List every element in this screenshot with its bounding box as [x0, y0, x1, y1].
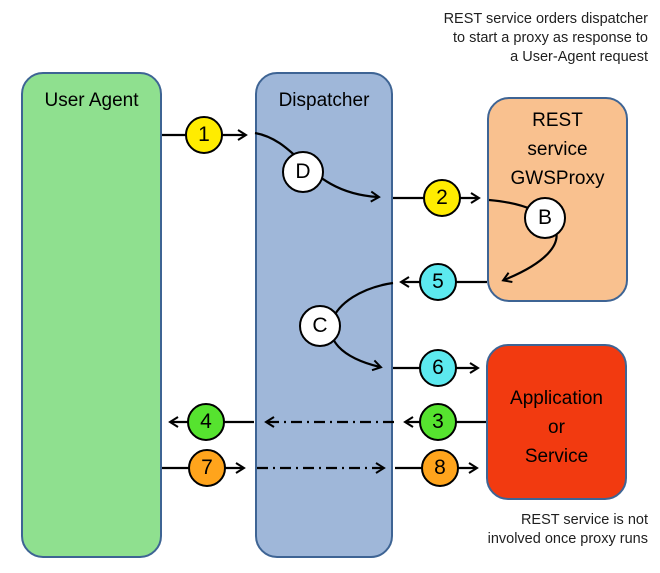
step-4-label: 4 [200, 410, 212, 433]
step-3-label: 3 [432, 410, 444, 433]
application-label-line2: or [548, 417, 565, 438]
step-circle-4: 4 [187, 403, 225, 441]
bottom-annotation: REST service is not involved once proxy … [488, 511, 648, 549]
letter-circle-d: D [282, 151, 324, 193]
application-service-box: Application or Service [486, 344, 627, 500]
application-label-line3: Service [524, 446, 589, 467]
step-circle-3: 3 [419, 403, 457, 441]
top-annotation-line3: a User-Agent request [510, 49, 648, 65]
step-circle-7: 7 [188, 449, 226, 487]
user-agent-box: User Agent [21, 72, 162, 558]
step-2-label: 2 [436, 186, 448, 209]
letter-c-label: C [312, 314, 328, 337]
letter-circle-b: B [524, 197, 566, 239]
step-8-label: 8 [434, 456, 446, 479]
application-label-line1: Application [510, 388, 603, 409]
top-annotation-line1: REST service orders dispatcher [443, 11, 648, 27]
step-6-label: 6 [432, 356, 444, 379]
step-7-label: 7 [201, 456, 213, 479]
dispatcher-box: Dispatcher [255, 72, 393, 558]
rest-service-label-line1: REST [532, 110, 583, 131]
top-annotation: REST service orders dispatcher to start … [444, 10, 648, 67]
dispatcher-label: Dispatcher [278, 90, 370, 111]
rest-service-gwsproxy-box: REST service GWSProxy [487, 97, 628, 302]
step-circle-5: 5 [419, 263, 457, 301]
step-circle-8: 8 [421, 449, 459, 487]
bottom-annotation-line2: involved once proxy runs [487, 531, 648, 547]
bottom-annotation-line1: REST service is not [520, 512, 648, 528]
step-1-label: 1 [198, 123, 210, 146]
top-annotation-line2: to start a proxy as response to [452, 30, 648, 46]
letter-d-label: D [295, 160, 311, 183]
rest-service-label-line3: GWSProxy [510, 168, 605, 189]
step-circle-1: 1 [185, 116, 223, 154]
step-circle-6: 6 [419, 349, 457, 387]
letter-circle-c: C [299, 305, 341, 347]
user-agent-label: User Agent [44, 90, 139, 111]
rest-service-label-line2: service [527, 139, 588, 160]
step-5-label: 5 [432, 270, 444, 293]
step-circle-2: 2 [423, 179, 461, 217]
letter-b-label: B [537, 206, 552, 229]
